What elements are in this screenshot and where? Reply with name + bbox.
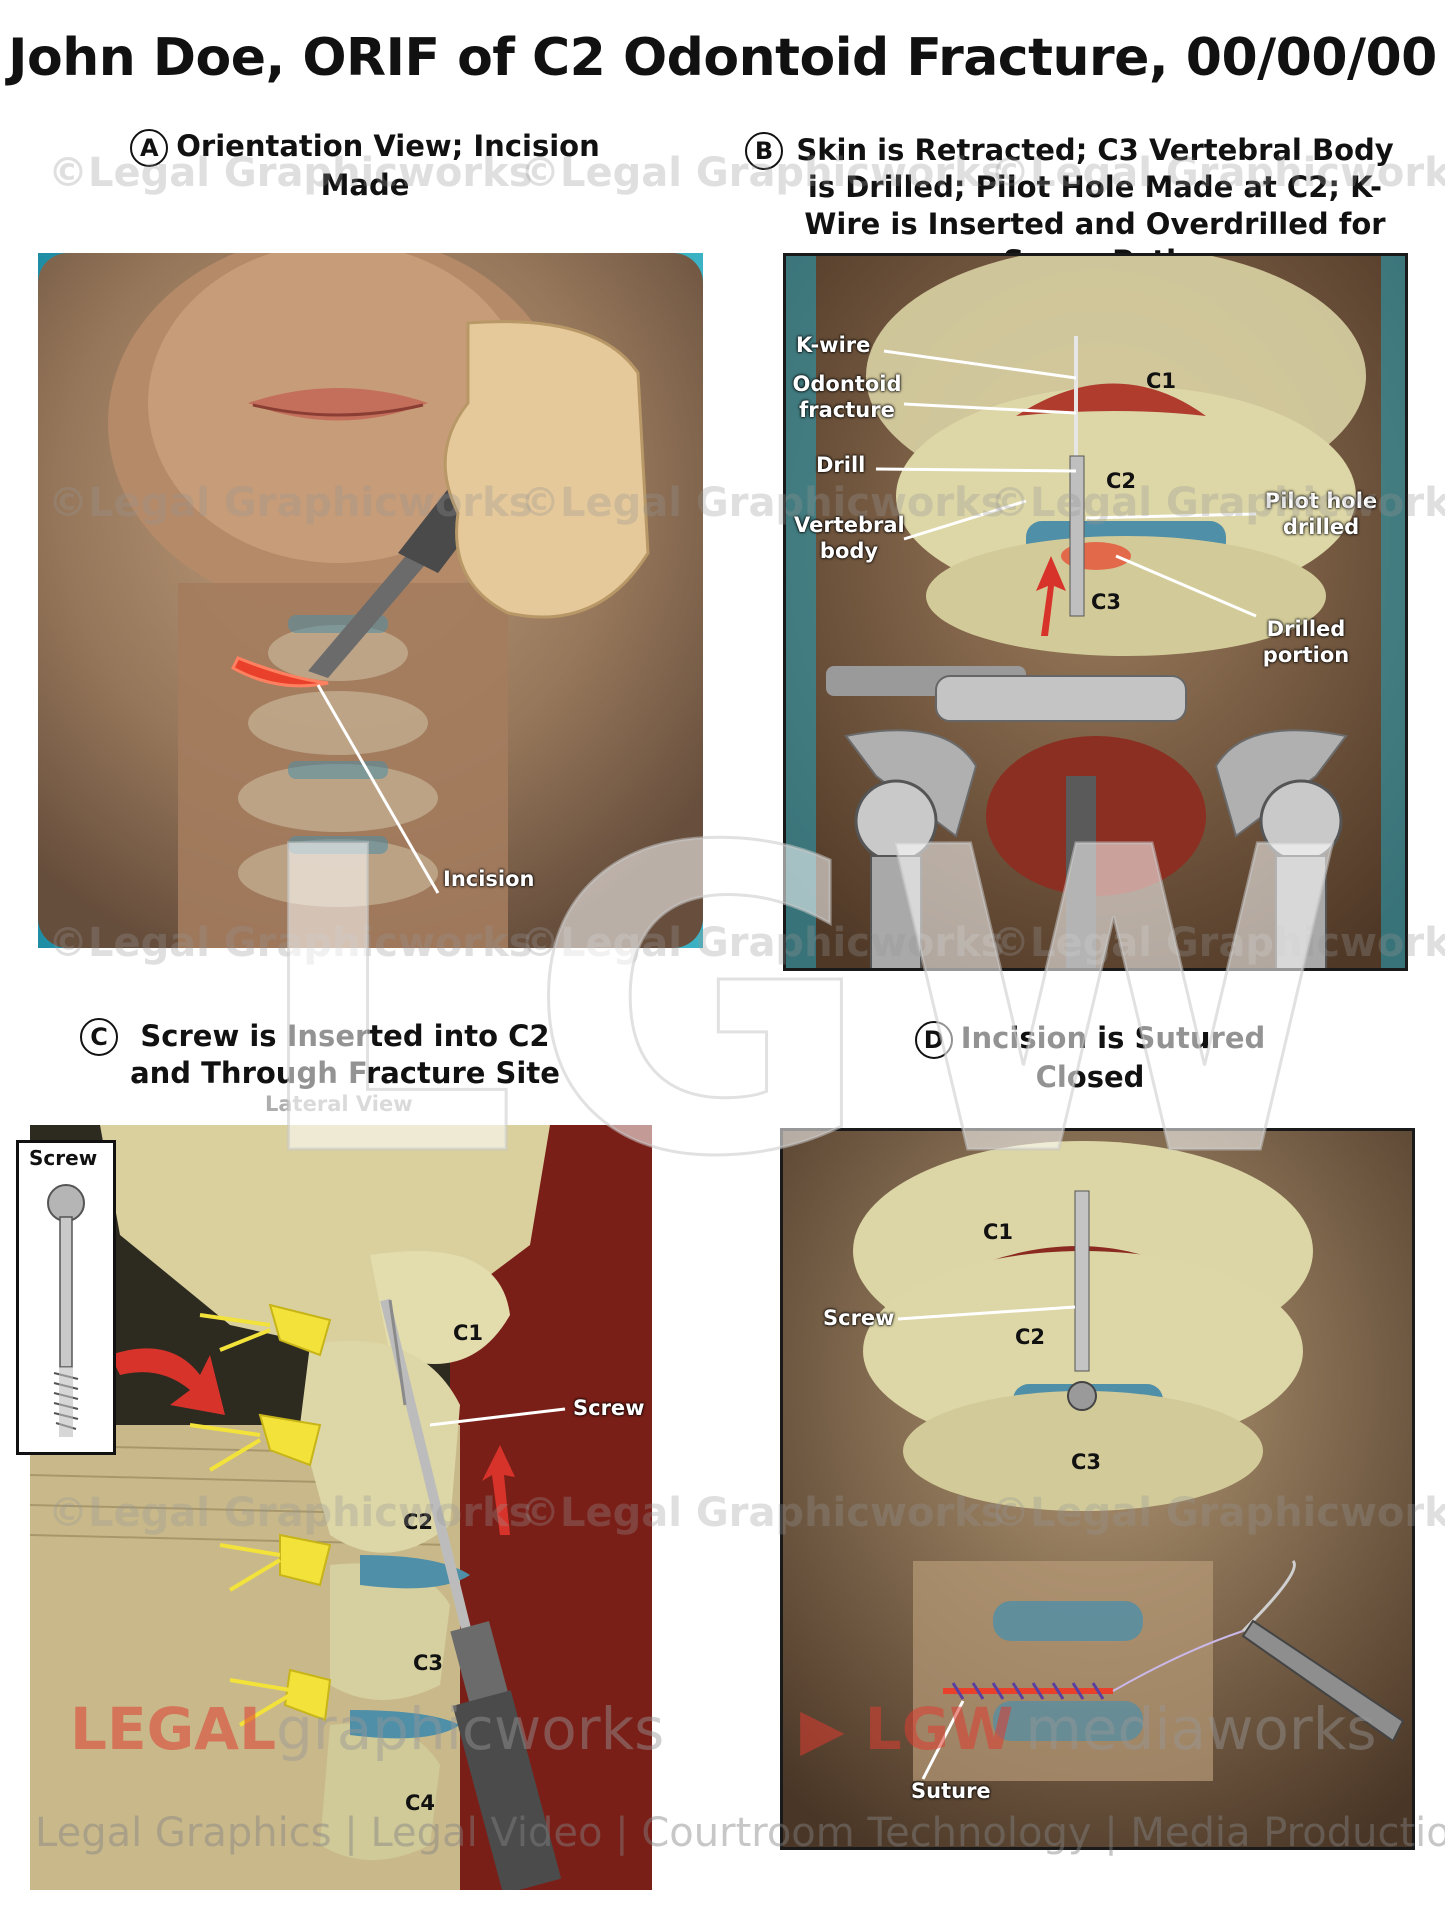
label-vertebral-body: Vertebral body bbox=[794, 513, 905, 563]
panel-c-letter: C bbox=[80, 1018, 118, 1056]
label-c1: C1 bbox=[1146, 369, 1177, 393]
label-c1-closed: C1 bbox=[983, 1220, 1014, 1244]
panel-a-art bbox=[38, 253, 703, 948]
label-c3: C3 bbox=[1091, 590, 1122, 614]
panel-b-art bbox=[786, 256, 1405, 968]
panel-c-heading: C Screw is Inserted into C2 and Through F… bbox=[80, 1018, 580, 1092]
label-odontoid-fracture: Odontoid fracture bbox=[792, 372, 902, 422]
page-title: John Doe, ORIF of C2 Odontoid Fracture, … bbox=[8, 28, 1437, 88]
panel-c-art bbox=[30, 1125, 652, 1890]
label-drill: Drill bbox=[816, 453, 866, 477]
panel-c-subheading: Lateral View bbox=[265, 1092, 413, 1116]
watermark-footer: Legal Graphics | Legal Video | Courtroom… bbox=[35, 1810, 1445, 1856]
label-incision: Incision bbox=[443, 867, 535, 891]
panel-d-art bbox=[783, 1131, 1412, 1847]
incision-leader-line bbox=[316, 684, 440, 894]
panel-d-illustration: C1 Screw C2 C3 Suture bbox=[780, 1128, 1415, 1850]
label-pilot-hole: Pilot hole drilled bbox=[1264, 489, 1378, 539]
panel-d-title: Incision is Sutured Closed bbox=[960, 1021, 1266, 1094]
label-c2-closed: C2 bbox=[1015, 1325, 1046, 1349]
label-screw-closed: Screw bbox=[823, 1306, 895, 1330]
screw-inset: Screw bbox=[16, 1140, 116, 1455]
panel-a-title: Orientation View; Incision Made bbox=[176, 129, 600, 202]
label-c3-lateral: C3 bbox=[413, 1651, 444, 1675]
label-kwire: K-wire bbox=[796, 333, 871, 357]
label-drilled-portion: Drilled portion bbox=[1262, 617, 1350, 667]
label-c4-lateral: C4 bbox=[405, 1791, 436, 1815]
label-c2-lateral: C2 bbox=[403, 1510, 434, 1534]
panel-a-illustration: Incision bbox=[38, 253, 703, 948]
label-suture: Suture bbox=[911, 1779, 991, 1803]
panel-a-letter: A bbox=[130, 129, 169, 167]
label-c3-closed: C3 bbox=[1071, 1450, 1102, 1474]
screw-inset-art bbox=[47, 1184, 85, 1437]
label-inset-screw: Screw bbox=[29, 1146, 98, 1170]
panel-c-illustration: C1 Screw C2 C3 C4 bbox=[30, 1125, 652, 1890]
label-screw-lateral: Screw bbox=[573, 1396, 645, 1420]
label-c1-lateral: C1 bbox=[453, 1321, 484, 1345]
panel-d-letter: D bbox=[914, 1021, 953, 1059]
label-c2: C2 bbox=[1106, 469, 1137, 493]
panel-b-letter: B bbox=[745, 132, 783, 170]
panel-b-illustration: K-wire Odontoid fracture Drill Vertebral… bbox=[783, 253, 1408, 971]
panel-c-title: Screw is Inserted into C2 and Through Fr… bbox=[130, 1019, 560, 1090]
